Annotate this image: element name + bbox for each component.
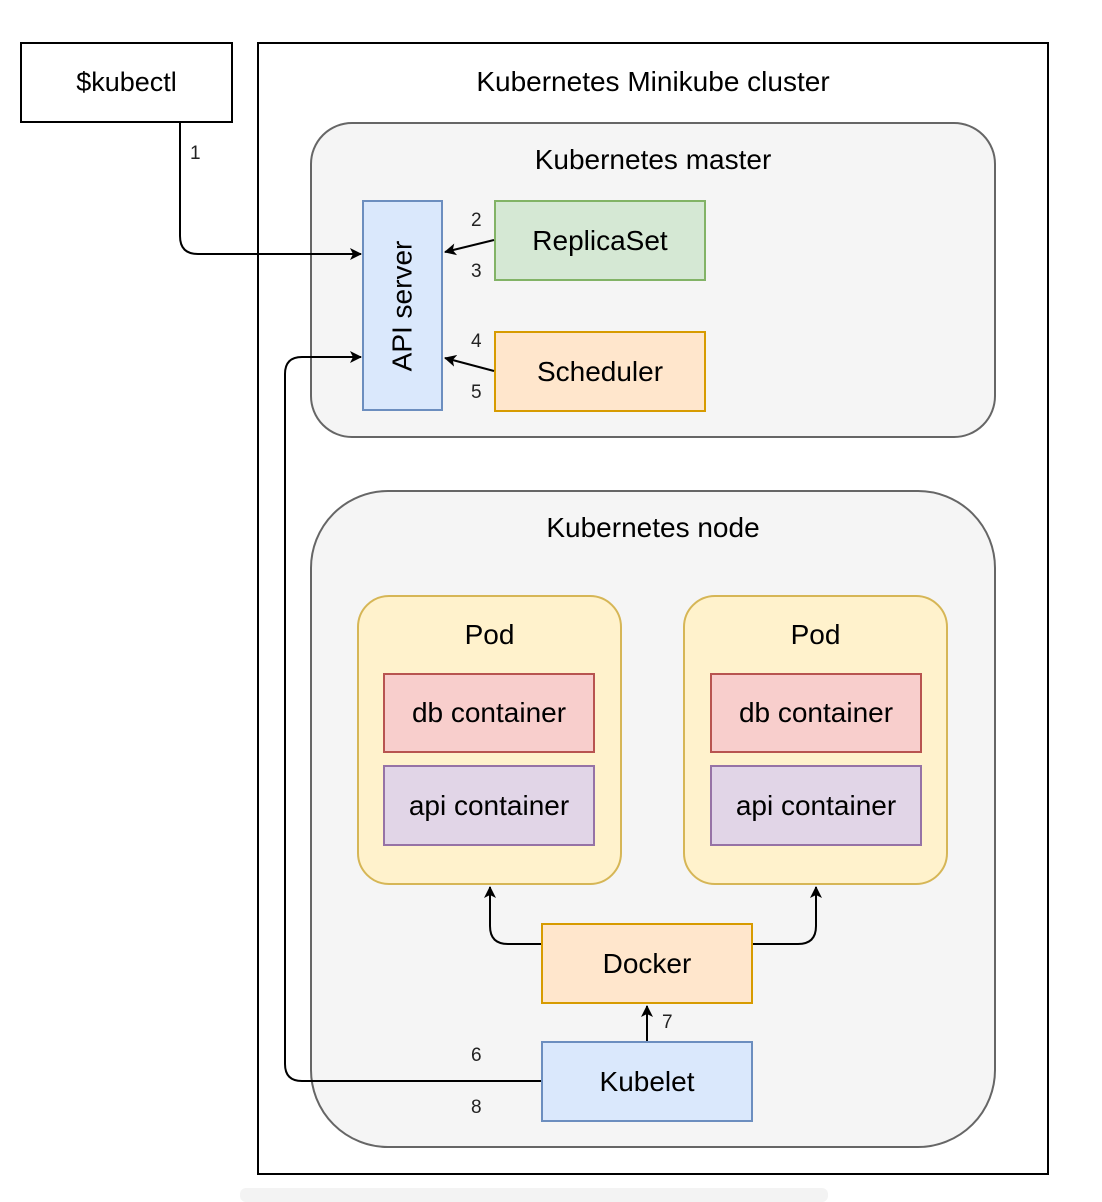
cluster-title: Kubernetes Minikube cluster bbox=[476, 66, 830, 97]
pod-2-api-container: api container bbox=[710, 765, 922, 846]
step-1-label: 1 bbox=[190, 143, 201, 164]
docker-box: Docker bbox=[541, 923, 753, 1004]
pod-2-title: Pod bbox=[790, 619, 841, 650]
docker-label: Docker bbox=[602, 947, 692, 979]
pod-1-api-label: api container bbox=[408, 789, 570, 821]
replicaset-label: ReplicaSet bbox=[532, 224, 668, 256]
step-5-label: 5 bbox=[471, 382, 482, 403]
kubectl-box: $kubectl bbox=[20, 42, 233, 123]
pod-1-db-container: db container bbox=[383, 673, 595, 753]
step-3-label: 3 bbox=[471, 261, 482, 282]
pod-1-title: Pod bbox=[464, 619, 515, 650]
pod-2-db-label: db container bbox=[738, 697, 894, 728]
replicaset-box: ReplicaSet bbox=[494, 200, 706, 281]
pod-2-db-container: db container bbox=[710, 673, 922, 753]
pod-2-api-label: api container bbox=[735, 789, 897, 821]
kubelet-box: Kubelet bbox=[541, 1041, 753, 1122]
scheduler-box: Scheduler bbox=[494, 331, 706, 412]
pod-1-api-container: api container bbox=[383, 765, 595, 846]
kubelet-label: Kubelet bbox=[599, 1065, 695, 1097]
master-title: Kubernetes master bbox=[534, 144, 772, 175]
api-server-label: API server bbox=[386, 240, 418, 371]
pod-1-db-label: db container bbox=[411, 697, 567, 728]
scheduler-label: Scheduler bbox=[536, 355, 664, 387]
step-6-label: 6 bbox=[471, 1045, 482, 1066]
node-title: Kubernetes node bbox=[546, 512, 760, 543]
step-4-label: 4 bbox=[471, 331, 482, 352]
bottom-strip bbox=[240, 1188, 828, 1202]
step-7-label: 7 bbox=[662, 1012, 673, 1033]
step-8-label: 8 bbox=[471, 1097, 482, 1118]
step-2-label: 2 bbox=[471, 210, 482, 231]
api-server-box: API server bbox=[362, 200, 443, 411]
kubectl-label: $kubectl bbox=[76, 67, 177, 97]
